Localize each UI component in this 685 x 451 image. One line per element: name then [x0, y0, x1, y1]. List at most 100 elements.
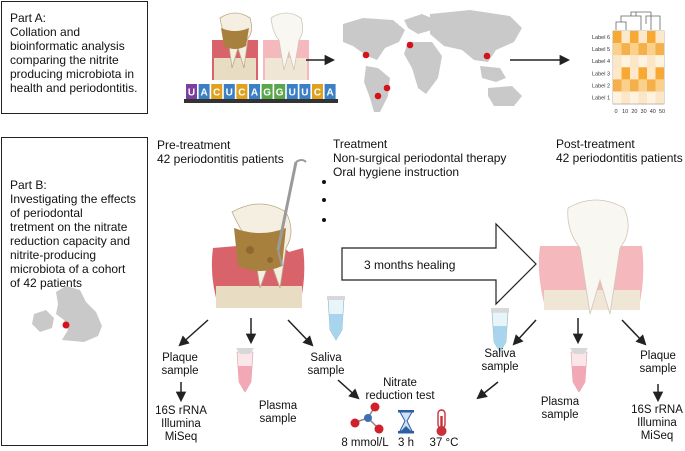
heatmap-row-label: Label 5: [592, 47, 610, 53]
heatmap-cell: [621, 91, 630, 104]
plaque-sample-left: Plaque sample: [161, 352, 199, 377]
heatmap-row-label: Label 2: [592, 83, 610, 89]
sequence-letter: C: [213, 88, 220, 99]
nitrate-test-title: Nitrate reduction test: [365, 377, 435, 402]
sequence-letter: C: [314, 88, 321, 99]
plasma-sample-right: Plasma sample: [540, 396, 580, 421]
sequencing-left: 16S rRNA Illumina MiSeq: [155, 405, 207, 443]
healing-label: 3 months healing: [364, 258, 456, 272]
sequence-letter: G: [276, 88, 284, 99]
heatmap-cell: [638, 91, 647, 104]
heatmap-cell: [638, 43, 647, 56]
heatmap-tick-label: 30: [641, 109, 647, 115]
nitrate-concentration: 8 mmol/L: [341, 437, 389, 449]
arrow-saliva-nitrate-right: [476, 381, 499, 400]
sequence-bar: [184, 99, 338, 103]
healing-arrow: [341, 222, 537, 306]
sequence-letter: A: [251, 88, 258, 99]
world-map: [343, 10, 522, 112]
periodontal-probe-icon: [276, 159, 307, 267]
sequence-letter: G: [263, 88, 271, 99]
part-b-text: Part B: Investigating the effects of per…: [10, 178, 136, 290]
sequence-letter-box: [211, 84, 223, 99]
nitrate-temperature: 37 °C: [429, 437, 459, 449]
tooth-healthy-icon: [538, 199, 644, 315]
nitrate-time: 3 h: [398, 437, 414, 449]
arrow-pre-saliva: [287, 319, 314, 347]
pre-treatment-title: Pre-treatment: [157, 138, 231, 152]
heatmap-cell: [630, 31, 639, 44]
heatmap-row-label: Label 3: [592, 71, 610, 77]
sequence-letter-box: [299, 84, 311, 99]
plasma-sample-left: Plasma sample: [258, 400, 298, 425]
sequencing-right: 16S rRNA Illumina MiSeq: [631, 404, 683, 442]
sequence-letter: C: [238, 88, 245, 99]
nitrate-molecule-icon: [350, 402, 384, 434]
heatmap-cell: [647, 55, 656, 68]
sequence-letter-box: [198, 84, 210, 99]
heatmap-cell: [613, 67, 622, 80]
heatmap-cell: [630, 43, 639, 56]
saliva-tube-left-icon: [327, 296, 345, 341]
heatmap-cell: [638, 31, 647, 44]
sequence-letter-box: [324, 84, 336, 99]
heatmap-cell: [621, 43, 630, 56]
heatmap-cell: [655, 67, 664, 80]
sequence-letter: A: [200, 88, 207, 99]
sequence-letter: U: [289, 88, 296, 99]
heatmap-row-label: Label 1: [592, 96, 610, 102]
plasma-tube-left-icon: [236, 348, 254, 393]
heatmap-tick-label: 40: [650, 109, 656, 115]
map-markers: [362, 41, 491, 100]
saliva-sample-right: Saliva sample: [481, 348, 519, 373]
tooth-healthy-icon-small: [263, 12, 309, 80]
sequence-letter-box: [261, 84, 273, 99]
heatmap-cell: [647, 79, 656, 92]
heatmap-cell: [647, 43, 656, 56]
heatmap-row-label: Label 6: [592, 35, 610, 41]
plasma-tube-right-icon: [570, 348, 588, 393]
heatmap-cell: [613, 91, 622, 104]
heatmap-tick-label: 0: [614, 109, 617, 115]
heatmap-tick-label: 50: [659, 109, 665, 115]
part-a-text: Part A: Collation and bioinformatic anal…: [10, 11, 138, 95]
sequence-letter-box: [236, 84, 248, 99]
saliva-sample-left: Saliva sample: [307, 352, 345, 377]
heatmap-cell: [630, 55, 639, 68]
saliva-tube-right-icon: [491, 308, 509, 353]
sequence-letter-box: [274, 84, 286, 99]
heatmap-cell: [621, 67, 630, 80]
heatmap-cell: [655, 43, 664, 56]
treatment-title: Treatment: [333, 137, 388, 151]
arrow-post-plaque: [621, 319, 647, 346]
heatmap-cell: [621, 31, 630, 44]
treatment-line-2: Oral hygiene instruction: [333, 165, 460, 179]
plaque-sample-right: Plaque sample: [639, 350, 677, 375]
treatment-bullets: [322, 180, 326, 222]
tooth-diseased-icon: [211, 203, 305, 308]
thermometer-icon: [436, 409, 447, 436]
heatmap-cell: [647, 91, 656, 104]
heatmap-cell: [638, 67, 647, 80]
heatmap-cell: [613, 31, 622, 44]
heatmap-row-label: Label 4: [592, 59, 610, 65]
heatmap: Label 6 Label 5 Label 4 Label 3 Label 2 Label…: [592, 11, 665, 115]
arrow-post-saliva: [512, 319, 537, 346]
arrow-saliva-nitrate-left: [337, 379, 360, 400]
heatmap-cell: [613, 79, 622, 92]
treatment-line-1: Non-surgical periodontal therapy: [333, 151, 507, 165]
uk-map: [32, 286, 102, 342]
part-a-box: [1, 1, 148, 114]
arrow-pre-plaque: [178, 319, 209, 347]
heatmap-cell: [613, 55, 622, 68]
heatmap-cell: [647, 67, 656, 80]
sequence-letter-box: [186, 84, 197, 99]
post-treatment-subtitle: 42 periodontitis patients: [556, 151, 683, 165]
heatmap-tick-label: 10: [622, 109, 628, 115]
heatmap-cell: [647, 31, 656, 44]
heatmap-cell: [621, 55, 630, 68]
heatmap-cell: [638, 79, 647, 92]
heatmap-cell: [630, 79, 639, 92]
sequence-letter-box: [312, 84, 323, 99]
